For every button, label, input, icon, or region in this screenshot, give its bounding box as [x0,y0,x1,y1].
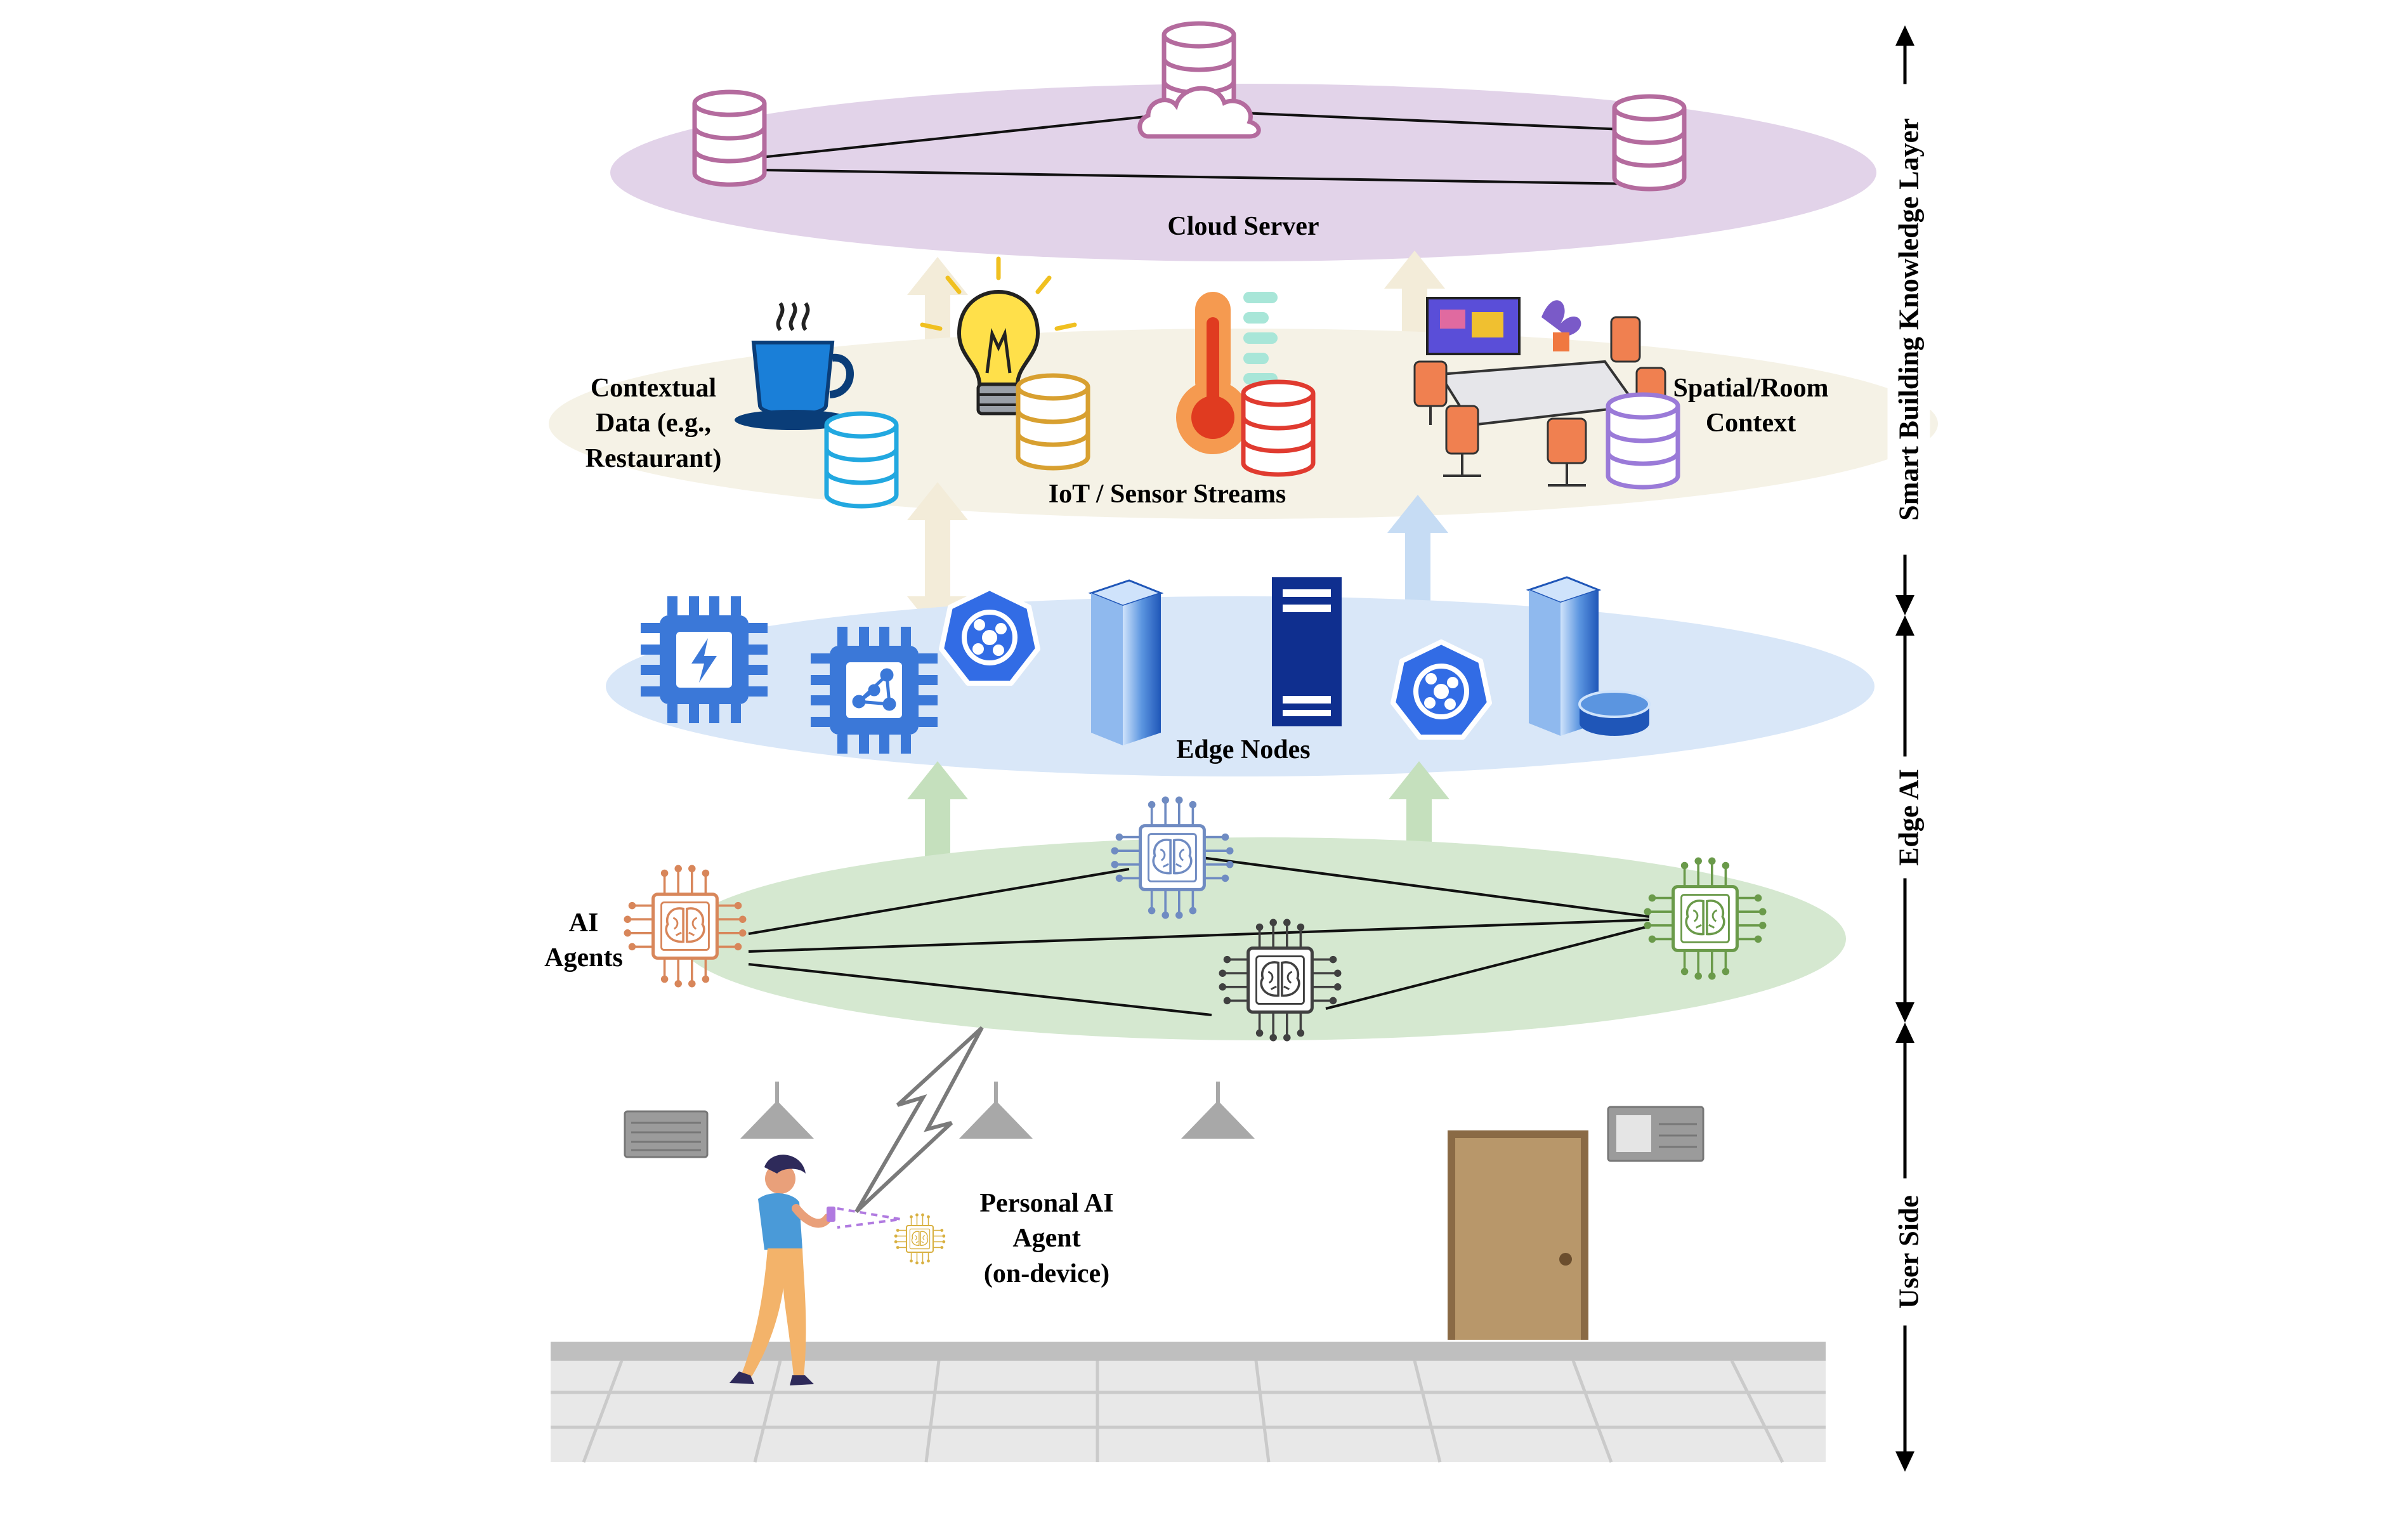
personal-agent-line-2: Agent [1012,1224,1081,1253]
personal-agent-line-3: (on-device) [983,1259,1110,1288]
door-icon [1448,1130,1588,1340]
sensor-streams-label: IoT / Sensor Streams [1048,480,1286,509]
air-conditioner-icon [1607,1106,1705,1162]
processor-chip-icon [811,627,938,754]
contextual-line-2: Data (e.g., [596,409,711,438]
ceiling-lamp-icon [740,1082,1255,1139]
wireless-signal-icon [854,1026,984,1214]
edge-nodes-label: Edge Nodes [1176,735,1311,764]
server-tower-icon [1272,577,1342,726]
processor-chip-icon [641,596,768,723]
thermometer-icon [1176,292,1278,454]
floor [551,1361,1826,1462]
cloud-layer [610,23,1876,261]
spatial-line-1: Spatial/Room [1673,374,1829,403]
meeting-room-icon [1413,297,1666,487]
contextual-line-3: Restaurant) [585,443,722,473]
database-icon [1018,376,1088,468]
spatial-line-2: Context [1705,409,1796,438]
light-bulb-icon [920,256,1077,416]
sensor-layer [549,251,1938,519]
database-icon [1614,96,1684,189]
signal-beam [837,1207,901,1229]
ai-agents-label: AI Agents [520,906,647,976]
user-side-scene [551,1026,1826,1463]
server-tower-icon [1526,576,1651,736]
floor-lines [551,1359,1826,1463]
axis-label-edge-ai: Edge AI [1887,756,1930,879]
floor-rail [551,1342,1826,1361]
cloud-links [761,110,1637,185]
kubernetes-icon [941,588,1038,683]
edge-layer [606,482,1875,776]
contextual-line-1: Contextual [590,374,717,403]
database-icon [827,414,896,506]
agents-layer [624,761,1846,1041]
contextual-data-label: Contextual Data (e.g., Restaurant) [558,371,749,476]
coffee-cup-icon [735,302,854,430]
database-icon [1243,382,1313,475]
cloud-server-disc [610,84,1876,261]
axis-label-knowledge-layer: Smart Building Knowledge Layer [1887,84,1930,555]
air-conditioner-icon [624,1110,709,1158]
cloud-server-label: Cloud Server [1167,212,1319,241]
axis-label-user-side: User Side [1887,1178,1930,1326]
personal-agent-line-1: Personal AI [979,1189,1114,1218]
ai-agents-line-2: Agents [544,943,623,973]
personal-agent-label: Personal AI Agent (on-device) [945,1186,1148,1292]
person-with-phone-icon [730,1155,835,1385]
cloud-database-icon [1137,23,1261,139]
database-icon [695,92,764,185]
kubernetes-icon [1393,642,1489,737]
agent-links [748,855,1650,1016]
ai-agents-line-1: AI [568,908,599,938]
spatial-room-label: Spatial/Room Context [1649,371,1852,442]
server-tower-icon [1088,579,1164,745]
